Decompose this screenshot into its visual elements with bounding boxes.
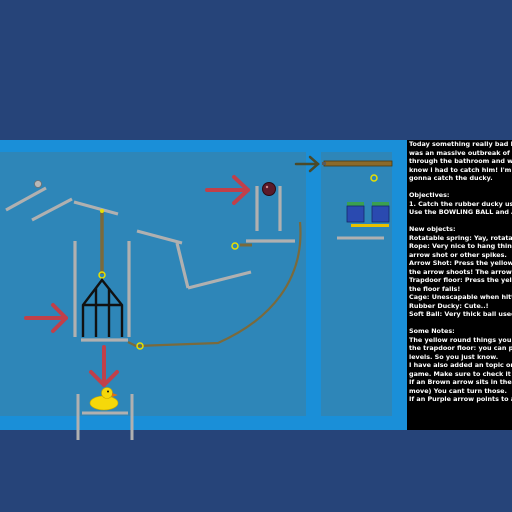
instructions-gap: [409, 319, 512, 328]
red-arrow: [89, 345, 119, 387]
yellow-button[interactable]: [136, 342, 144, 350]
rope-hook: [98, 271, 106, 279]
instructions-line: gonna catch the ducky.: [409, 174, 493, 182]
instructions-line: know i had to catch him! I'm g: [409, 165, 512, 174]
spring-boxes[interactable]: [346, 202, 390, 227]
instructions-line: the trapdoor floor: you can pu: [409, 344, 512, 352]
instructions-line: levels. So you just know.: [409, 352, 499, 361]
arrow-shot[interactable]: [323, 160, 393, 167]
instructions-line: the arrow shoots! The arrow i: [409, 267, 512, 276]
instructions-gap: [409, 217, 512, 226]
bowling-ball[interactable]: [262, 182, 276, 196]
instructions-line: Today something really bad h: [409, 140, 512, 148]
soft-ball[interactable]: [34, 180, 42, 188]
brown-arrow: [294, 155, 320, 173]
red-arrow: [24, 303, 68, 333]
instructions-line: If an Brown arrow sits in the o: [409, 378, 512, 386]
instructions-line: Use the BOWLING BALL and A: [409, 208, 512, 216]
instructions-line: Cage: Unescapable when hitt: [409, 293, 512, 301]
cage-frame: [81, 278, 124, 337]
instructions-line: Arrow Shot: Press the yellow: [409, 259, 512, 267]
ramps: [5, 186, 384, 440]
ramp: [187, 270, 252, 290]
ramp: [31, 197, 73, 222]
main-room: [0, 152, 306, 416]
arrow-tip: [322, 162, 326, 165]
rubber-ducky[interactable]: [89, 387, 119, 411]
instructions-line: Rubber Ducky: Cute..!: [409, 301, 489, 310]
yellow-button[interactable]: [370, 174, 378, 182]
instructions-line: 1. Catch the rubber ducky usin: [409, 199, 512, 208]
instructions-line: Trapdoor floor: Press the yell: [409, 276, 512, 284]
instructions-line: Some Notes:: [409, 327, 455, 335]
instructions-line: move) You cant turn those.: [409, 386, 507, 395]
side-room: [321, 152, 392, 416]
instructions-line: through the bathroom and whe: [409, 157, 512, 165]
instructions-line: Objectives:: [409, 191, 450, 199]
instructions-line: Soft Ball: Very thick ball used: [409, 310, 512, 318]
instructions-line: arrow shot or other spikes.: [409, 250, 507, 259]
ramp: [5, 186, 47, 212]
instructions-line: The yellow round things you s: [409, 335, 512, 344]
instructions-line: Rotatable spring: Yay, rotatab: [409, 233, 512, 242]
instructions-line: game. Make sure to check it o: [409, 369, 512, 378]
rope-anchor: [100, 209, 104, 213]
yellow-button[interactable]: [231, 242, 239, 250]
instructions-line: If an Purple arrow points to an: [409, 395, 512, 403]
instructions-line: New objects:: [409, 225, 456, 233]
cage[interactable]: [81, 278, 124, 337]
instructions-line: I have also added an topic on: [409, 361, 512, 369]
instructions-gap: [409, 183, 512, 192]
ramp: [136, 229, 183, 245]
bowling-ball-hole: [265, 185, 269, 189]
instructions-line: the floor falls!: [409, 284, 461, 293]
instructions-line: Rope: Very nice to hang thing: [409, 242, 512, 250]
ramp: [73, 200, 119, 216]
instructions-line: was an massive outbreak of r: [409, 148, 512, 157]
ramp: [175, 242, 190, 289]
red-arrow: [205, 175, 250, 205]
curved-rope: [127, 221, 302, 348]
